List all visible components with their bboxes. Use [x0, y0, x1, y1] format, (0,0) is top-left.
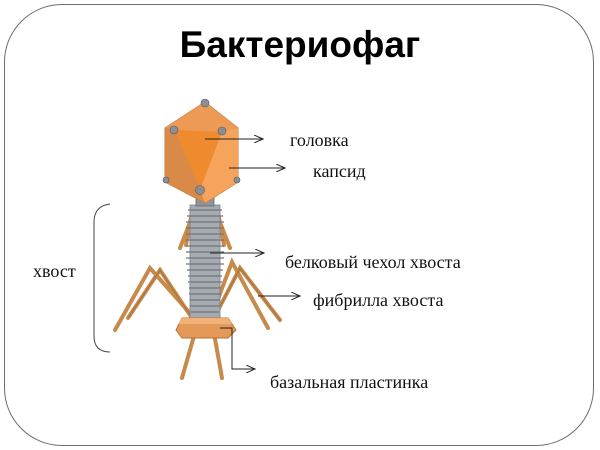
base-plate: [175, 317, 237, 339]
label-sheath: белковый чехол хвоста: [285, 252, 461, 272]
pointer-arrows: [205, 139, 300, 369]
slide-title: Бактериофаг: [179, 24, 421, 65]
label-tail: хвост: [33, 261, 76, 281]
slide-frame: [4, 4, 594, 446]
label-fibril: фибрилла хвоста: [313, 290, 444, 310]
tail-bracket: [93, 203, 111, 353]
tail-sheath: [186, 204, 224, 321]
capsid: [162, 98, 241, 204]
label-head: головка: [290, 130, 349, 150]
label-capsid: капсид: [313, 161, 366, 181]
label-baseplate: базальная пластинка: [270, 372, 429, 392]
